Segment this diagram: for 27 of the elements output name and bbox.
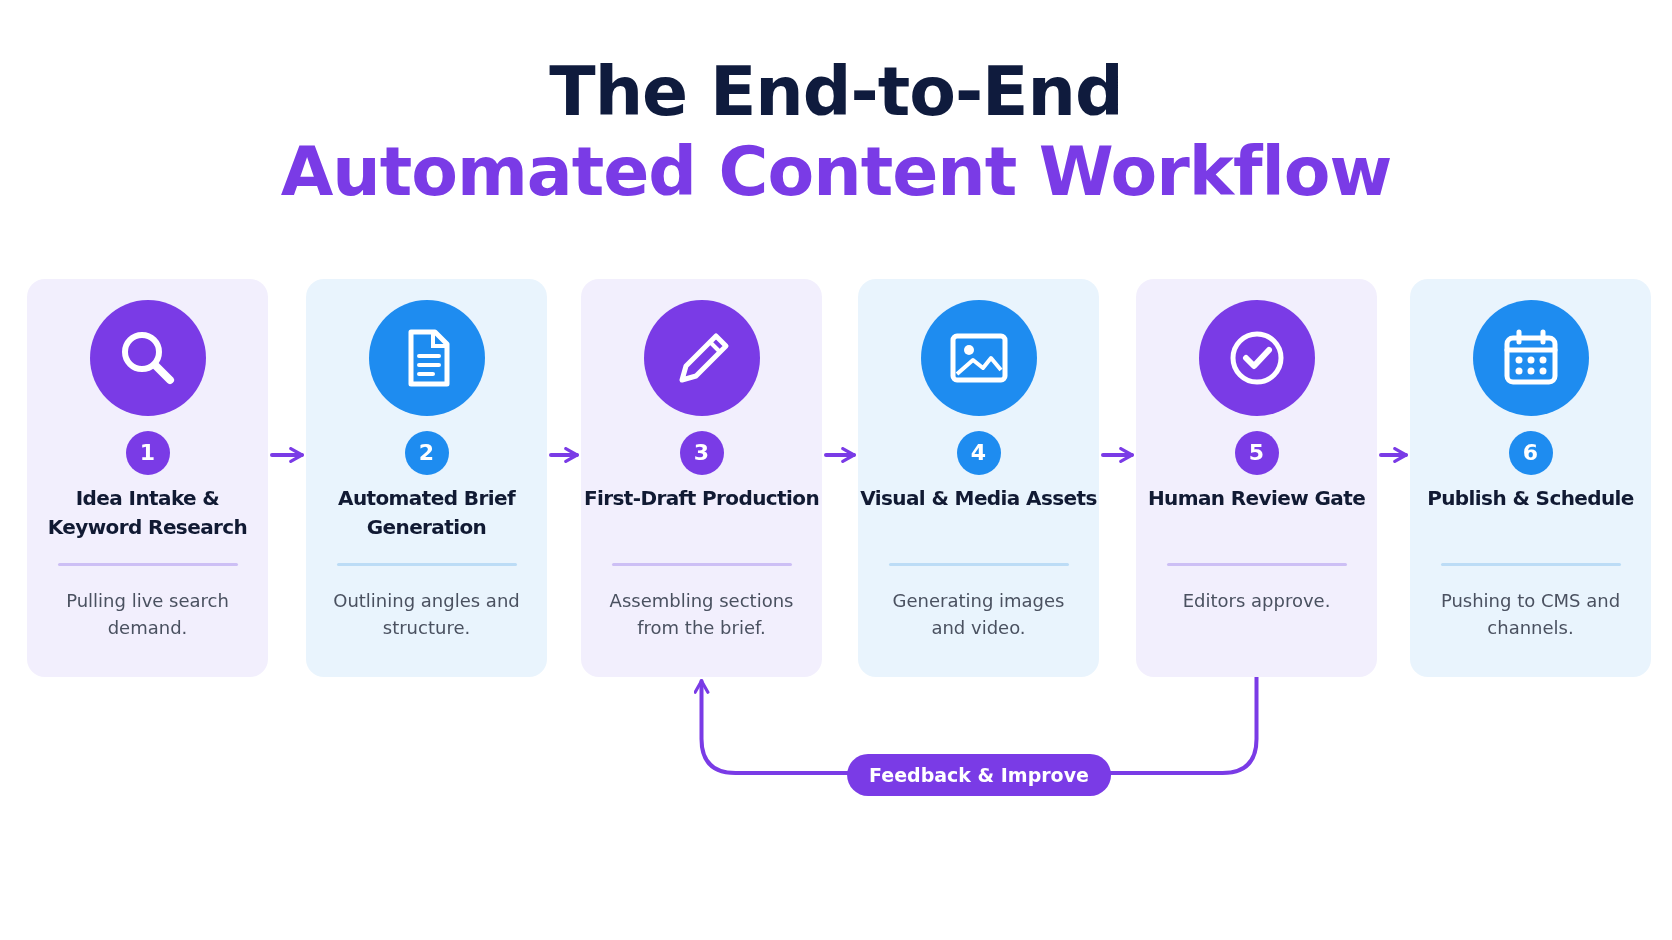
step-title: Automated Brief Generation bbox=[337, 485, 517, 541]
step-title: First-Draft Production bbox=[583, 485, 820, 512]
step-title: Publish & Schedule bbox=[1426, 485, 1635, 512]
step-description: Outlining angles and structure. bbox=[332, 589, 521, 640]
step-description: Editors approve. bbox=[1181, 589, 1332, 613]
step-title: Idea Intake & Keyword Research bbox=[46, 485, 249, 541]
title: The End-to-End bbox=[548, 52, 1124, 131]
step-card bbox=[27, 279, 268, 677]
step-number: 1 bbox=[125, 431, 170, 475]
step-number: 5 bbox=[1234, 431, 1279, 475]
step-description: Assembling sections from the brief. bbox=[608, 589, 795, 640]
step-card bbox=[1136, 279, 1377, 677]
step-card bbox=[581, 279, 822, 677]
step-number: 2 bbox=[404, 431, 449, 475]
step-title: Visual & Media Assets bbox=[860, 485, 1097, 512]
title: Automated Content Workflow bbox=[279, 132, 1393, 211]
step-number: 6 bbox=[1508, 431, 1553, 475]
step-number: 4 bbox=[956, 431, 1001, 475]
step-card bbox=[858, 279, 1099, 677]
step-card bbox=[306, 279, 547, 677]
step-description: Pushing to CMS and channels. bbox=[1439, 589, 1622, 640]
step-description: Pulling live search demand. bbox=[65, 589, 230, 640]
step-title: Human Review Gate bbox=[1146, 485, 1367, 512]
step-card bbox=[1410, 279, 1651, 677]
edge-label: Feedback & Improve bbox=[847, 754, 1111, 796]
step-number: 3 bbox=[679, 431, 724, 475]
step-description: Generating images and video. bbox=[891, 589, 1066, 640]
